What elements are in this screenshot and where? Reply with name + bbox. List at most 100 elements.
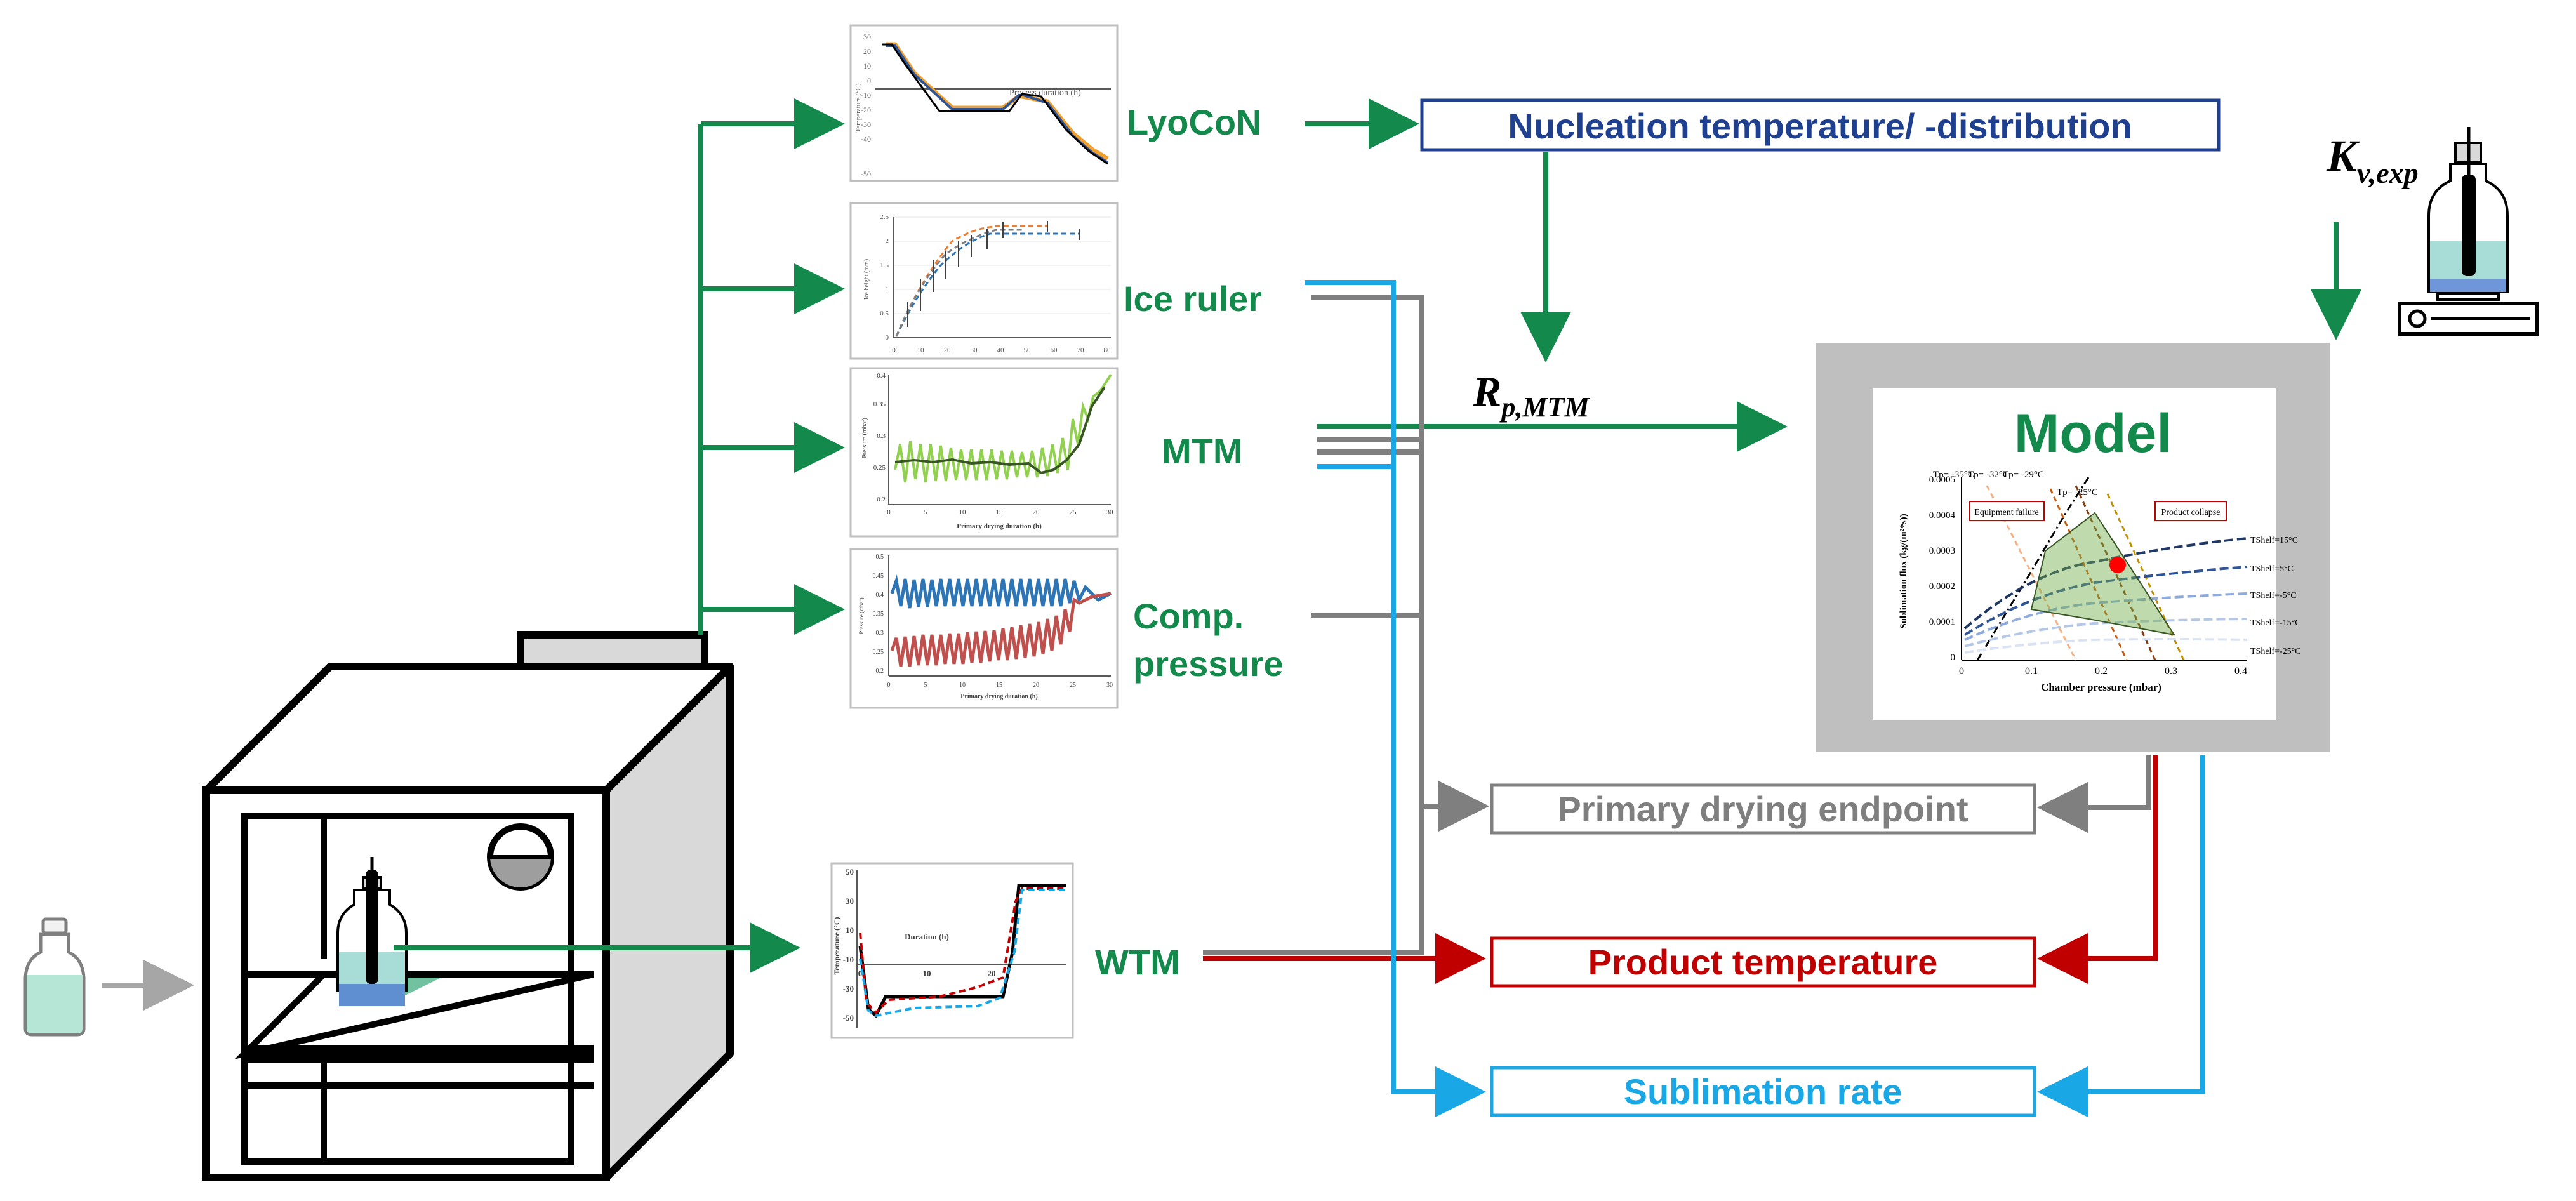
svg-text:50: 50: [846, 867, 854, 877]
svg-text:0.5: 0.5: [880, 310, 889, 317]
svg-text:0.3: 0.3: [877, 432, 886, 440]
svg-text:0.0003: 0.0003: [1929, 546, 1955, 556]
svg-text:-40: -40: [861, 135, 871, 143]
svg-text:0.4: 0.4: [2234, 666, 2247, 677]
svg-text:-30: -30: [843, 984, 854, 993]
svg-text:15: 15: [996, 682, 1002, 689]
svg-text:-30: -30: [861, 120, 871, 129]
model-output-lines: [2037, 755, 2205, 1117]
svg-text:30: 30: [971, 347, 978, 354]
lyocon-temperature-chart: 30 20 10 0 -10 -20 -30 -40 -50 Process d…: [849, 24, 1119, 182]
svg-text:2.5: 2.5: [880, 213, 889, 221]
svg-text:0: 0: [887, 508, 891, 516]
svg-text:30: 30: [1106, 682, 1113, 689]
wtm-label: WTM: [1095, 942, 1180, 982]
model-title: Model: [2014, 403, 2172, 464]
mtm-output-lines: [1317, 401, 1788, 455]
svg-text:80: 80: [1104, 347, 1112, 354]
svg-text:30: 30: [1106, 508, 1114, 516]
vial-icon: [23, 917, 86, 1037]
svg-text:25: 25: [1070, 682, 1076, 689]
svg-text:0.0005: 0.0005: [1929, 475, 1955, 485]
svg-text:0.3: 0.3: [876, 630, 884, 637]
svg-text:0.35: 0.35: [873, 401, 886, 408]
lyocon-label: LyoCoN: [1127, 102, 1262, 142]
svg-text:1.5: 1.5: [880, 262, 889, 269]
nucleation-label: Nucleation temperature/ -distribution: [1508, 106, 2132, 146]
svg-text:0: 0: [867, 76, 871, 85]
wtm-temperature-chart: 50 30 10 -10 -30 -50 0 10 20 Duration (h…: [830, 862, 1074, 1039]
sublimation-rate-label: Sublimation rate: [1624, 1072, 1902, 1111]
svg-text:Tp= -32°C: Tp= -32°C: [1968, 470, 2009, 480]
svg-text:20: 20: [1033, 682, 1039, 689]
svg-text:Primary drying duration (h): Primary drying duration (h): [957, 522, 1042, 530]
svg-text:TShelf=15°C: TShelf=15°C: [2250, 536, 2298, 545]
svg-text:10: 10: [863, 62, 871, 70]
svg-text:10: 10: [959, 508, 967, 516]
primary-drying-label: Primary drying endpoint: [1557, 789, 1968, 829]
svg-text:1: 1: [886, 286, 889, 293]
svg-text:5: 5: [924, 682, 927, 689]
svg-text:20: 20: [944, 347, 952, 354]
svg-text:0.5: 0.5: [876, 554, 884, 561]
sublimation-rate-box: [1490, 1066, 2036, 1117]
svg-text:Tp= -25°C: Tp= -25°C: [2057, 488, 2098, 498]
svg-text:0.1: 0.1: [2025, 666, 2038, 677]
svg-text:30: 30: [863, 32, 871, 41]
gray-connector-lines: [1203, 295, 1489, 955]
mtm-pressure-chart: 0.4 0.35 0.3 0.25 0.2 0 5 10 15 20 25 30…: [849, 367, 1119, 538]
svg-text:40: 40: [997, 347, 1005, 354]
freeze-dryer-cabinet: [202, 631, 734, 1181]
svg-text:0.25: 0.25: [873, 649, 884, 656]
svg-text:Equipment failure: Equipment failure: [1974, 508, 2038, 517]
svg-text:Tp= -35°C: Tp= -35°C: [1933, 470, 1974, 480]
svg-text:0.0001: 0.0001: [1929, 617, 1955, 627]
svg-text:TShelf=5°C: TShelf=5°C: [2250, 564, 2294, 574]
svg-text:10: 10: [959, 682, 966, 689]
rp-mtm-symbol: Rp,MTM: [1472, 368, 1590, 423]
svg-text:30: 30: [846, 896, 854, 906]
svg-text:50: 50: [1024, 347, 1032, 354]
svg-text:20: 20: [1033, 508, 1040, 516]
product-temperature-box: [1490, 936, 2036, 988]
svg-text:-10: -10: [843, 955, 854, 964]
comp-pressure-label-line1: Comp.: [1133, 596, 1244, 636]
svg-text:0.2: 0.2: [877, 496, 886, 503]
design-space-chart: Tp= -35°C Tp= -32°C Tp= -29°C Tp= -25°C …: [1899, 470, 2301, 693]
svg-text:0: 0: [1959, 666, 1964, 677]
svg-text:0.45: 0.45: [873, 573, 884, 580]
svg-text:Pressure (mbar): Pressure (mbar): [858, 597, 865, 634]
svg-text:10: 10: [846, 926, 854, 935]
svg-text:Chamber pressure (mbar): Chamber pressure (mbar): [2041, 681, 2161, 693]
svg-text:0: 0: [892, 347, 896, 354]
svg-text:Temperature (°C): Temperature (°C): [832, 917, 841, 974]
mtm-label: MTM: [1162, 431, 1243, 471]
svg-text:5: 5: [924, 508, 927, 516]
svg-text:0: 0: [1951, 653, 1956, 663]
svg-text:TShelf=-15°C: TShelf=-15°C: [2250, 618, 2301, 628]
ice-ruler-chart: 2.5 2 1.5 1 0.5 0 0 10 20 30 40 50 60 70…: [849, 202, 1119, 360]
svg-text:20: 20: [863, 47, 871, 56]
svg-text:0.25: 0.25: [873, 464, 886, 472]
sight-glass-icon: [487, 823, 554, 891]
svg-text:Product collapse: Product collapse: [2161, 508, 2221, 517]
model-panel: Model: [1816, 343, 2330, 752]
svg-text:0: 0: [858, 969, 863, 978]
kv-exp-symbol: Kv,exp: [2326, 131, 2419, 189]
svg-text:70: 70: [1077, 347, 1085, 354]
svg-text:10: 10: [923, 969, 931, 978]
svg-text:0.4: 0.4: [877, 372, 886, 380]
cyan-connector-lines: [1305, 280, 1486, 1117]
svg-text:0.0002: 0.0002: [1929, 581, 1955, 592]
svg-text:20: 20: [988, 969, 996, 978]
svg-text:0.35: 0.35: [873, 611, 884, 618]
svg-text:TShelf=-25°C: TShelf=-25°C: [2250, 647, 2301, 656]
svg-text:Temperature (°C): Temperature (°C): [854, 83, 862, 133]
ice-ruler-label: Ice ruler: [1124, 279, 1262, 319]
svg-text:60: 60: [1051, 347, 1058, 354]
product-temperature-label: Product temperature: [1588, 942, 1938, 982]
svg-text:-50: -50: [843, 1013, 854, 1023]
svg-text:15: 15: [996, 508, 1004, 516]
svg-text:Sublimation flux (kg/(m²*s)): Sublimation flux (kg/(m²*s)): [1899, 514, 1909, 628]
